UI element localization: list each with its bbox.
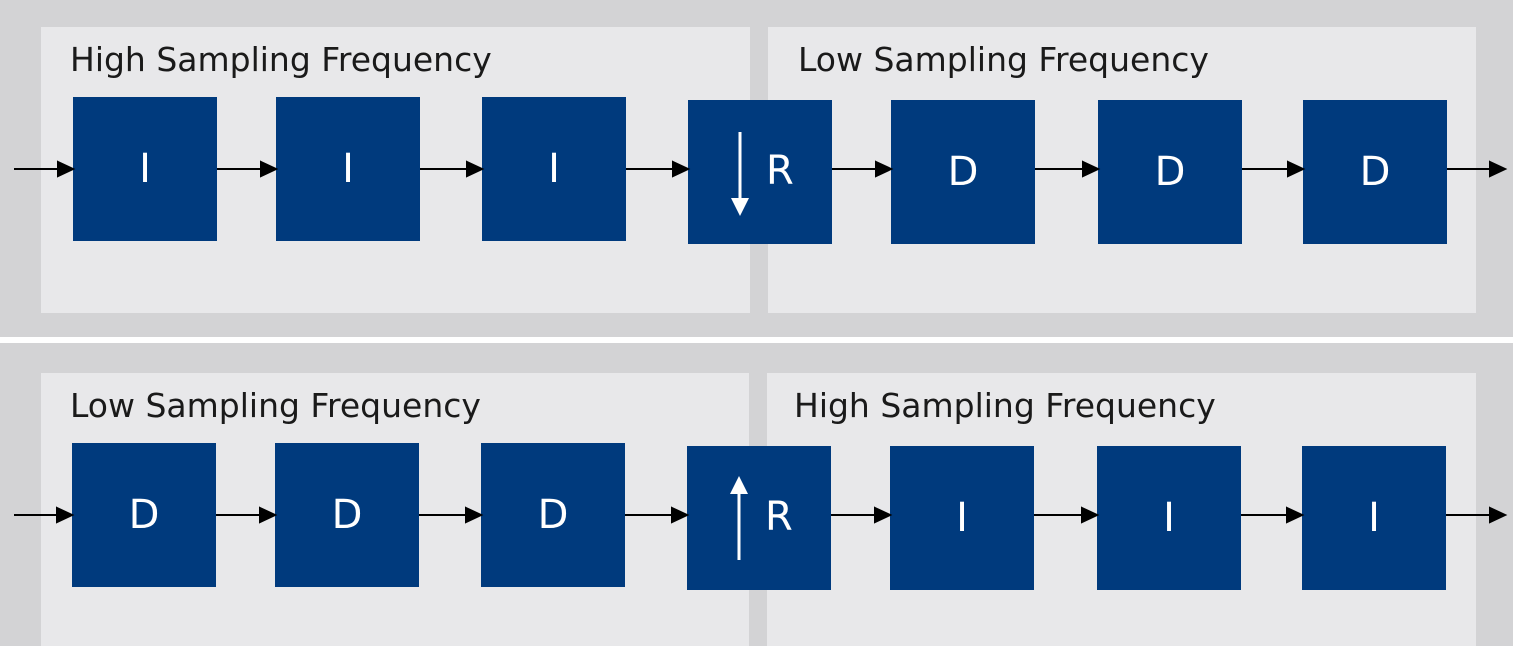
block-label: D [947,149,979,195]
differentiator-block-3: D [1303,100,1447,244]
block-label: I [342,146,354,192]
integrator-block-2: I [1097,446,1241,590]
block-label: D [1359,149,1391,195]
integrator-block-3: I [482,97,626,241]
downsample-resampler-block: R [688,100,832,244]
differentiator-block-3: D [481,443,625,587]
up-arrow-icon [730,476,748,560]
block-label: D [1154,149,1186,195]
top-right-region-label: Low Sampling Frequency [798,40,1209,79]
block-label: I [139,146,151,192]
integrator-block-2: I [276,97,420,241]
integrator-block-3: I [1302,446,1446,590]
upsample-resampler-block: R [687,446,831,590]
block-label: R [766,148,794,194]
bottom-right-region-label: High Sampling Frequency [794,386,1216,425]
block-label: I [548,146,560,192]
bottom-left-region-label: Low Sampling Frequency [70,386,481,425]
block-label: I [956,495,968,541]
block-label: D [537,492,569,538]
differentiator-block-2: D [275,443,419,587]
block-label: D [331,492,363,538]
integrator-block-1: I [890,446,1034,590]
differentiator-block-1: D [891,100,1035,244]
differentiator-block-1: D [72,443,216,587]
block-label: I [1163,495,1175,541]
block-label: R [765,494,793,540]
block-label: D [128,492,160,538]
down-arrow-icon [731,132,749,216]
integrator-block-1: I [73,97,217,241]
block-label: I [1368,495,1380,541]
top-left-region-label: High Sampling Frequency [70,40,492,79]
differentiator-block-2: D [1098,100,1242,244]
